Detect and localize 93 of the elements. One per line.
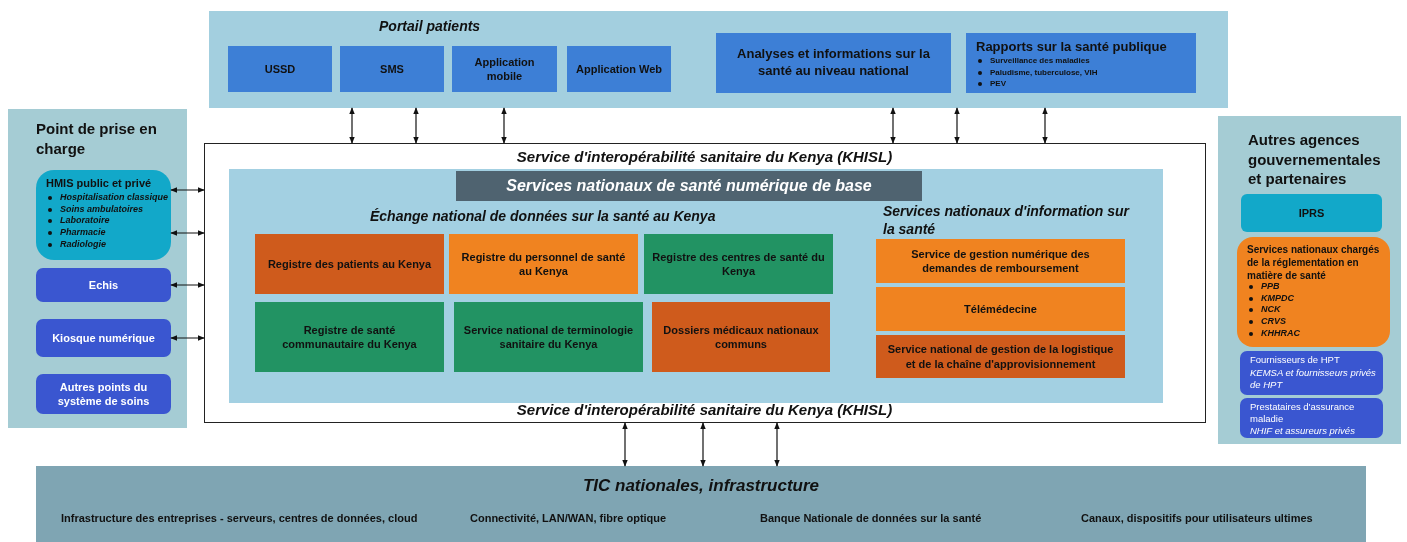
panel <box>209 11 1228 108</box>
box-text: Application Web <box>575 61 663 77</box>
channel-box <box>452 46 557 92</box>
list-item: Laboratoire <box>60 215 110 226</box>
system-box <box>36 268 171 302</box>
panel <box>229 169 1163 403</box>
double-arrow <box>170 335 205 341</box>
box-text: Kiosque numérique <box>51 330 156 346</box>
double-arrow <box>170 282 205 288</box>
service-box <box>876 335 1125 378</box>
box-heading: Rapports sur la santé publique <box>976 39 1168 56</box>
list-item: Paludisme, tuberculose, VIH <box>990 67 1098 77</box>
registry-box <box>255 234 444 294</box>
box-text: Télémédecine <box>963 301 1038 317</box>
box-text: Registre des centres de santé du Kenya <box>651 249 826 279</box>
infrastructure-band <box>36 466 1366 542</box>
registry-box <box>449 234 638 294</box>
box-text: Application mobile <box>473 54 536 84</box>
infrastructure-item: Infrastructure des entreprises - serveurs, centres de données, cloud <box>61 511 418 526</box>
registry-box <box>454 302 643 372</box>
service-box <box>966 33 1196 93</box>
double-arrow <box>622 422 628 467</box>
box-heading: HMIS public et privé <box>46 176 153 191</box>
box-text: SMS <box>379 61 405 77</box>
service-box <box>716 33 951 93</box>
box-text: Service de gestion numérique des demandes de remboursement <box>910 246 1091 276</box>
list-item: NCK <box>1261 304 1281 315</box>
panel-heading: Portail patients <box>379 17 482 36</box>
system-box <box>36 170 171 260</box>
box-text: Echis <box>87 277 120 293</box>
list-item: Hospitalisation classique <box>60 192 169 202</box>
box-text: Registre du personnel de santé au Kenya <box>460 249 627 279</box>
panel <box>8 109 187 428</box>
agency-box <box>1240 351 1383 395</box>
infrastructure-item: Banque Nationale de données sur la santé <box>760 511 982 526</box>
agency-box <box>1241 194 1382 232</box>
box-text: Registre de santé communautaire du Kenya <box>281 322 418 352</box>
registry-box <box>652 302 830 372</box>
double-arrow <box>890 107 896 144</box>
registry-box <box>255 302 444 372</box>
list-item: Pharmacie <box>60 227 106 238</box>
box-subtext: KEMSA et fournisseurs privés de HPT <box>1250 367 1377 392</box>
list-item: Surveillance des maladies <box>990 56 1090 65</box>
list-item: Radiologie <box>60 238 106 249</box>
agency-box <box>1240 398 1383 438</box>
box-text: Service national de terminologie sanitaire du Kenya <box>462 322 635 352</box>
double-arrow <box>954 107 960 144</box>
channel-box <box>340 46 444 92</box>
section-banner: Services nationaux de santé numérique de base <box>456 171 922 201</box>
infrastructure-item: Connectivité, LAN/WAN, fibre optique <box>470 511 667 526</box>
list-item: PPB <box>1261 281 1280 291</box>
interoperability-frame <box>204 143 1206 423</box>
channel-box <box>228 46 332 92</box>
system-box <box>36 319 171 357</box>
registry-box <box>644 234 833 294</box>
box-subtext: NHIF et assureurs privés <box>1250 425 1356 438</box>
panel-heading: Autres agences gouvernementales et partenaires <box>1248 130 1382 189</box>
panel <box>1218 116 1401 444</box>
band-title: TIC nationales, infrastructure <box>581 475 821 497</box>
frame-title: Service d'interopérabilité sanitaire du Kenya (KHISL) <box>515 147 894 167</box>
list-item: PEV <box>990 79 1006 89</box>
box-text: Autres points du système de soins <box>56 379 151 409</box>
box-text: Dossiers médicaux nationaux communs <box>662 322 820 352</box>
double-arrow <box>170 230 205 236</box>
agency-box <box>1237 237 1390 347</box>
box-heading: Fournisseurs de HPT <box>1250 354 1341 367</box>
list-item: KMPDC <box>1261 292 1294 303</box>
box-text: IPRS <box>1297 205 1326 221</box>
service-box <box>876 287 1125 331</box>
section-heading: Échange national de données sur la santé au Kenya <box>370 207 717 226</box>
list-item: KHHRAC <box>1261 327 1300 338</box>
double-arrow <box>700 422 706 467</box>
double-arrow <box>774 422 780 467</box>
box-text: USSD <box>263 61 297 77</box>
frame-title: Service d'interopérabilité sanitaire du Kenya (KHISL) <box>515 400 894 420</box>
channel-box <box>567 46 671 92</box>
box-text: Analyses et informations sur la santé au niveau national <box>736 45 931 80</box>
list-item: CRVS <box>1261 316 1286 327</box>
panel-heading: Point de prise en charge <box>36 119 158 158</box>
section-heading: Services nationaux d'information sur la santé <box>883 202 1131 239</box>
box-heading: Prestataires d'assurance maladie <box>1250 401 1356 426</box>
box-text: Registre des patients au Kenya <box>266 256 433 272</box>
double-arrow <box>1042 107 1048 144</box>
service-box <box>876 239 1125 283</box>
double-arrow <box>349 107 355 144</box>
list-item: Soins ambulatoires <box>60 203 144 214</box>
system-box <box>36 374 171 414</box>
box-heading: Services nationaux chargés de la réglementation en matière de santé <box>1247 243 1381 282</box>
double-arrow <box>413 107 419 144</box>
infrastructure-item: Canaux, dispositifs pour utilisateurs ultimes <box>1081 511 1313 526</box>
box-text: Service national de gestion de la logistique et de la chaîne d'approvisionnement <box>886 342 1115 372</box>
double-arrow <box>501 107 507 144</box>
double-arrow <box>170 187 205 193</box>
